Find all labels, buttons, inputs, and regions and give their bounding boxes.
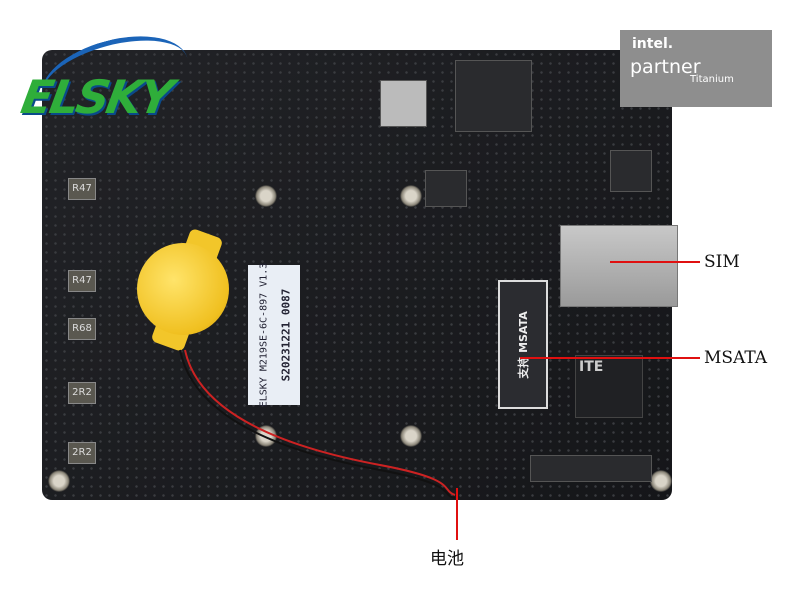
cmos-battery [137, 243, 229, 335]
vga-connector [380, 80, 427, 127]
msata-slot-text: 支持 MSATA [517, 310, 530, 379]
model-text: ELSKY M219SE-6C-897 V1.3 [258, 262, 270, 408]
memory-chips [530, 455, 652, 482]
ic-chip [610, 150, 652, 192]
inductor: 2R2 [68, 382, 96, 404]
mount-hole [400, 185, 422, 207]
mount-hole [400, 425, 422, 447]
mount-hole [48, 470, 70, 492]
mount-hole [650, 470, 672, 492]
msata-slot: 支持 MSATA [498, 280, 548, 409]
sim-label: SIM [704, 252, 740, 272]
inductor: R68 [68, 318, 96, 340]
battery-pointer [456, 488, 458, 540]
inductor: 2R2 [68, 442, 96, 464]
mount-hole [255, 185, 277, 207]
sim-pointer [610, 261, 700, 263]
elsky-logo: ELSKY [17, 70, 175, 124]
serial-text: S20231221 0087 [279, 288, 293, 382]
tier-text: Titanium [690, 74, 734, 85]
sim-slot [560, 225, 678, 307]
inductor: R47 [68, 178, 96, 200]
partner-text: partner [630, 56, 701, 78]
battery-label: 电池 [430, 549, 464, 569]
intel-brand: intel. [632, 36, 674, 52]
ite-chip: ITE [575, 355, 643, 418]
inductor: R47 [68, 270, 96, 292]
msata-pointer [520, 357, 700, 359]
intel-partner-badge: intel. partner Titanium [620, 30, 772, 107]
ic-chip [425, 170, 467, 207]
msata-label: MSATA [704, 348, 768, 368]
mount-hole [255, 425, 277, 447]
product-label: ELSKY M219SE-6C-897 V1.3 S20231221 0087 [248, 262, 300, 408]
port-header [455, 60, 532, 132]
